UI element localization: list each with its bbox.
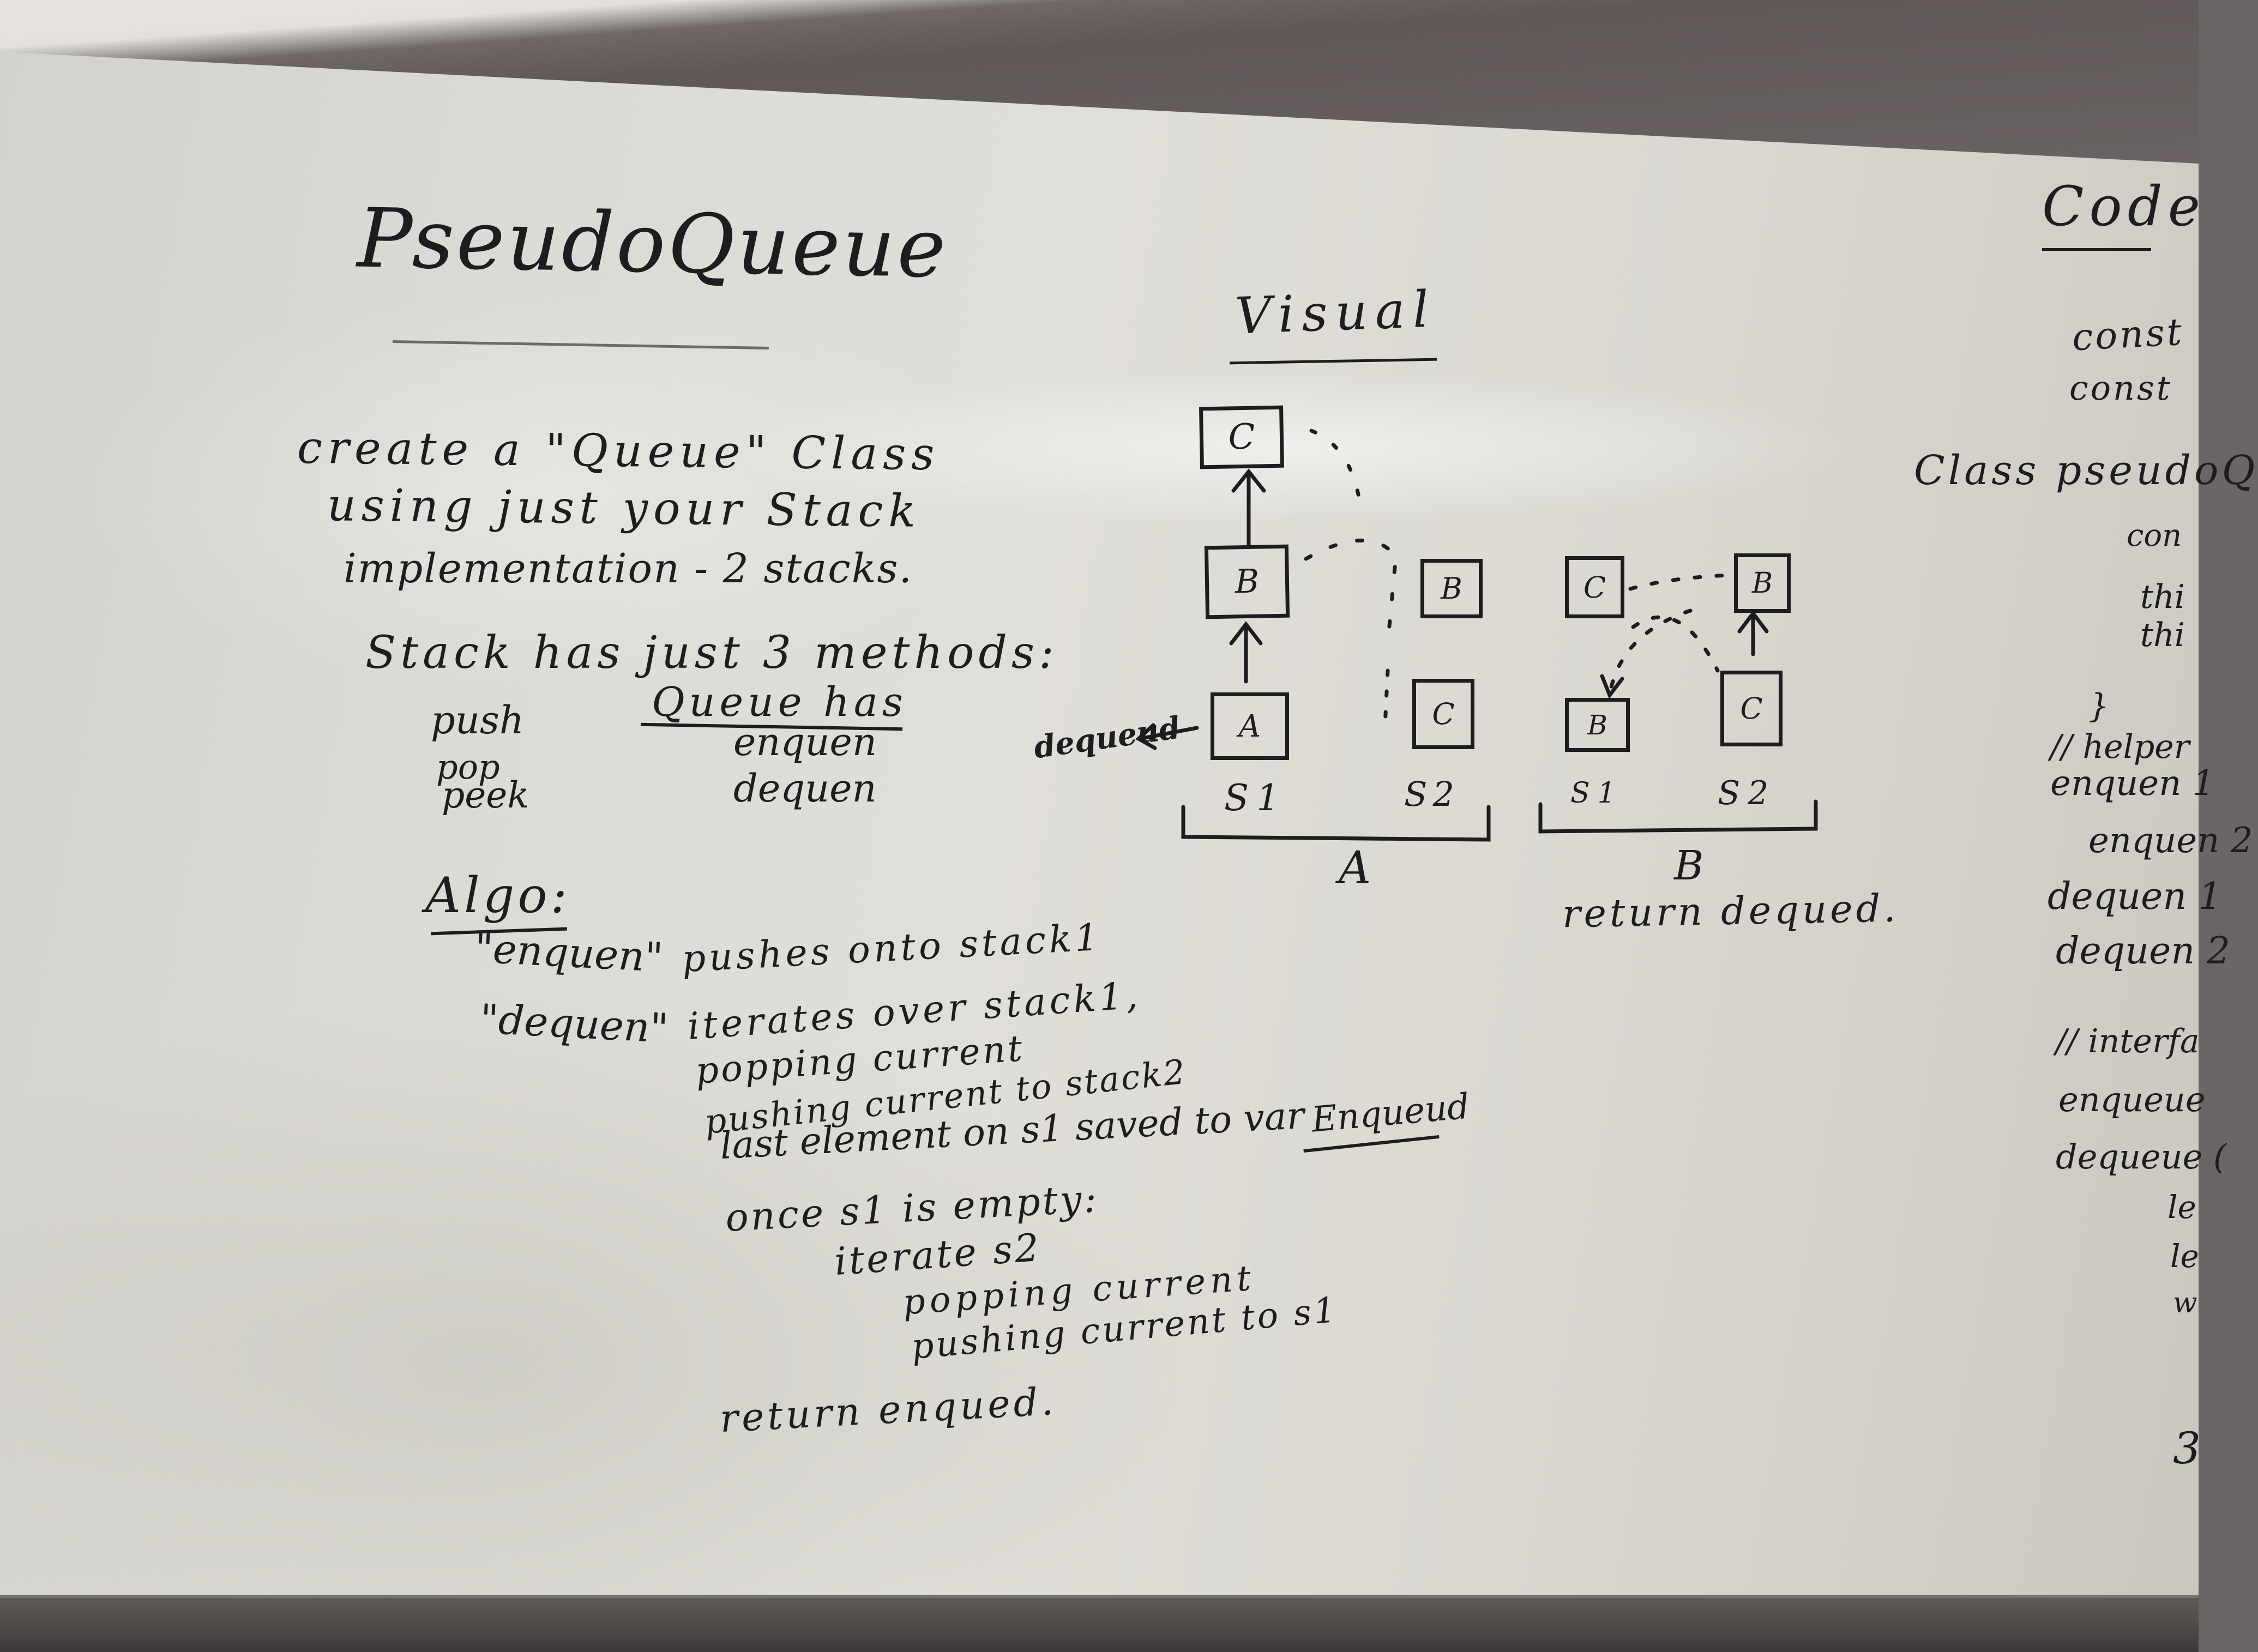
code-heading: Code — [2042, 174, 2206, 238]
stack-box-a-c: C — [1199, 405, 1284, 469]
code-line-18: w — [2173, 1287, 2197, 1319]
stack-box-a-a: A — [1211, 692, 1289, 760]
code-line-15: dequeue ( — [2056, 1137, 2227, 1177]
code-line-17: le — [2170, 1238, 2199, 1275]
code-line-10: enquen 2 — [2088, 821, 2253, 861]
code-line-2: const — [2069, 368, 2172, 408]
code-line-1: const — [2071, 310, 2185, 360]
box-label: C — [1432, 697, 1455, 731]
panel-a-caption: A — [1339, 842, 1371, 894]
code-line-9: enquen 1 — [2050, 763, 2215, 804]
panel-a-s1-label: S1 — [1224, 777, 1287, 819]
panel-a-s2-label: S2 — [1404, 774, 1460, 814]
stack-box-b-s2-b: B — [1734, 553, 1791, 613]
code-line-4: con — [2127, 518, 2182, 553]
code-line-7: } — [2088, 687, 2110, 725]
stack-box-a-b: B — [1204, 544, 1290, 619]
code-line-13: // interfa — [2056, 1022, 2200, 1060]
algo-heading: Algo: — [425, 867, 570, 924]
box-label: B — [1751, 566, 1773, 600]
panel-b-s2-label: S2 — [1718, 774, 1777, 812]
queue-method-enqueue: enquen — [733, 720, 877, 764]
box-label: C — [1583, 570, 1606, 605]
stack-box-b-s2-c: C — [1720, 671, 1783, 746]
code-line-19: 3 — [2173, 1423, 2201, 1474]
stack-method-push: push — [431, 698, 524, 743]
problem-line-3: implementation - 2 stacks. — [344, 545, 913, 592]
box-label: C — [1740, 691, 1763, 726]
stack-method-peek: peek — [442, 774, 529, 816]
stack-box-b-s1-c: C — [1565, 556, 1624, 618]
stack-diagram-lines — [1135, 429, 1818, 842]
code-line-3: Class pseudoQ — [1914, 447, 2258, 494]
stack-box-a-s2-b: B — [1420, 559, 1483, 618]
stack-box-b-s1-b: B — [1565, 698, 1630, 752]
code-underline — [2042, 248, 2151, 251]
stack-box-a-s2-c: C — [1412, 679, 1474, 749]
code-line-5: thi — [2140, 578, 2185, 616]
panel-b-caption: B — [1674, 842, 1704, 889]
code-line-14: enqueue — [2058, 1080, 2206, 1119]
box-label: B — [1441, 571, 1462, 606]
box-label: A — [1238, 708, 1261, 744]
box-label: B — [1235, 562, 1260, 601]
queue-heading: Queue has — [652, 679, 907, 726]
code-line-16: le — [2167, 1189, 2196, 1226]
stack-method-pop: pop — [436, 747, 500, 787]
code-line-8: // helper — [2050, 728, 2190, 766]
box-label: B — [1587, 709, 1607, 741]
code-line-11: dequen 1 — [2048, 875, 2223, 918]
code-line-12: dequen 2 — [2056, 930, 2231, 973]
stack-intro: Stack has just 3 methods: — [365, 627, 1058, 679]
whiteboard-marker-tray — [0, 1595, 2199, 1652]
code-line-6: thi — [2140, 616, 2185, 654]
queue-method-dequeue: dequen — [733, 766, 877, 811]
panel-b-s1-label: S1 — [1570, 777, 1623, 810]
panel-b-note: return dequed. — [1562, 885, 1900, 937]
box-label: C — [1227, 417, 1256, 458]
